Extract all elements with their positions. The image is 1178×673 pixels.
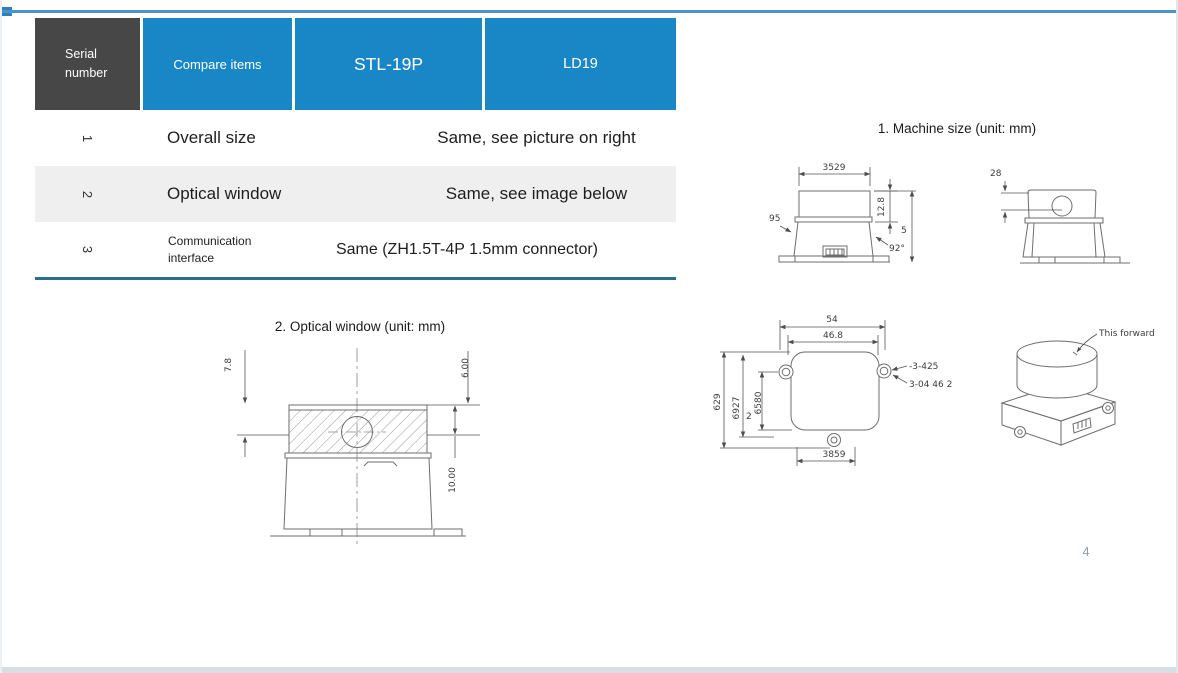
iso-callout: This forward: [1098, 329, 1155, 339]
top-accent-line: [2, 10, 1176, 13]
hole-note: -3-425: [909, 362, 938, 372]
dim-label-angle: 92°: [889, 244, 905, 254]
header-label-compare: Compare items: [173, 56, 262, 72]
comparison-value-cell: Same, see image below: [445, 184, 628, 203]
comparison-value-cell: Same (ZH1.5T-4P 1.5mm connector): [335, 240, 599, 258]
header-cell-serial-number: Serial number: [35, 18, 140, 110]
serial-cell: 2: [35, 166, 140, 222]
table-row: 3 Communication interface Same (ZH1.5T-4…: [35, 222, 676, 277]
optical-window-drawing: 7.8 6.00 10.00: [224, 348, 480, 547]
lidar-isometric-view-drawing: This forward: [1000, 329, 1155, 446]
dim-label: 3529: [823, 163, 846, 173]
page-number: 4: [1082, 544, 1090, 559]
machine-size-rear-view-drawing: 28: [990, 169, 1130, 264]
table-underline: [35, 277, 676, 280]
table-row: 2 Optical window Same, see image below: [35, 166, 676, 222]
comparison-value-cell: Same, see picture on right: [437, 128, 636, 147]
table-header-row: Serial number Compare items STL-19P LD19: [35, 18, 676, 110]
dim-label: 6.00: [461, 358, 471, 378]
header-label-serial: Serial number: [65, 46, 108, 80]
dim-label: 6927: [732, 397, 742, 420]
dim-label-large: 2: [746, 412, 752, 422]
compare-item-cell: Communication interface: [168, 233, 252, 265]
dim-label: 10.00: [448, 467, 458, 493]
dim-label: 28: [990, 169, 1002, 179]
dim-label: 5: [901, 226, 907, 236]
dim-label: 6580: [754, 391, 764, 414]
machine-size-title: 1. Machine size (unit: mm): [877, 121, 1037, 136]
dim-label-large: 95: [769, 214, 780, 224]
serial-number: 2: [79, 190, 95, 198]
dim-label: 629: [713, 393, 723, 410]
serial-cell: 3: [35, 222, 140, 277]
table-row: 1 Overall size Same, see picture on righ…: [35, 110, 676, 166]
bottom-page-edge: [2, 667, 1176, 673]
optical-window-title: 2. Optical window (unit: mm): [274, 319, 446, 334]
compare-item-cell: Overall size: [167, 128, 256, 147]
hole-note: 3-04 46 2: [909, 380, 952, 390]
machine-size-side-view-drawing: 3529 95 12.8 5 92°: [769, 163, 916, 263]
header-label-stl19p: STL-19P: [353, 53, 424, 74]
header-label-ld19: LD19: [563, 56, 598, 72]
dim-label: 46.8: [823, 331, 843, 341]
serial-cell: 1: [35, 110, 140, 166]
serial-number: 1: [79, 134, 95, 142]
serial-number: 3: [79, 245, 95, 254]
dim-label: 12.8: [877, 197, 887, 217]
machine-size-top-view-drawing: 54 46.8 629 6927 6580 2 3859 -3-425 3-04…: [713, 315, 952, 466]
comparison-table: Serial number Compare items STL-19P LD19…: [35, 18, 676, 280]
dim-label: 3859: [823, 450, 846, 460]
dim-label: 54: [826, 315, 838, 325]
header-cell-stl19p: STL-19P: [295, 18, 482, 110]
compare-item-cell: Optical window: [167, 184, 282, 203]
header-cell-compare-items: Compare items: [143, 18, 292, 110]
dim-label: 7.8: [224, 358, 234, 373]
header-cell-ld19: LD19: [485, 18, 676, 110]
